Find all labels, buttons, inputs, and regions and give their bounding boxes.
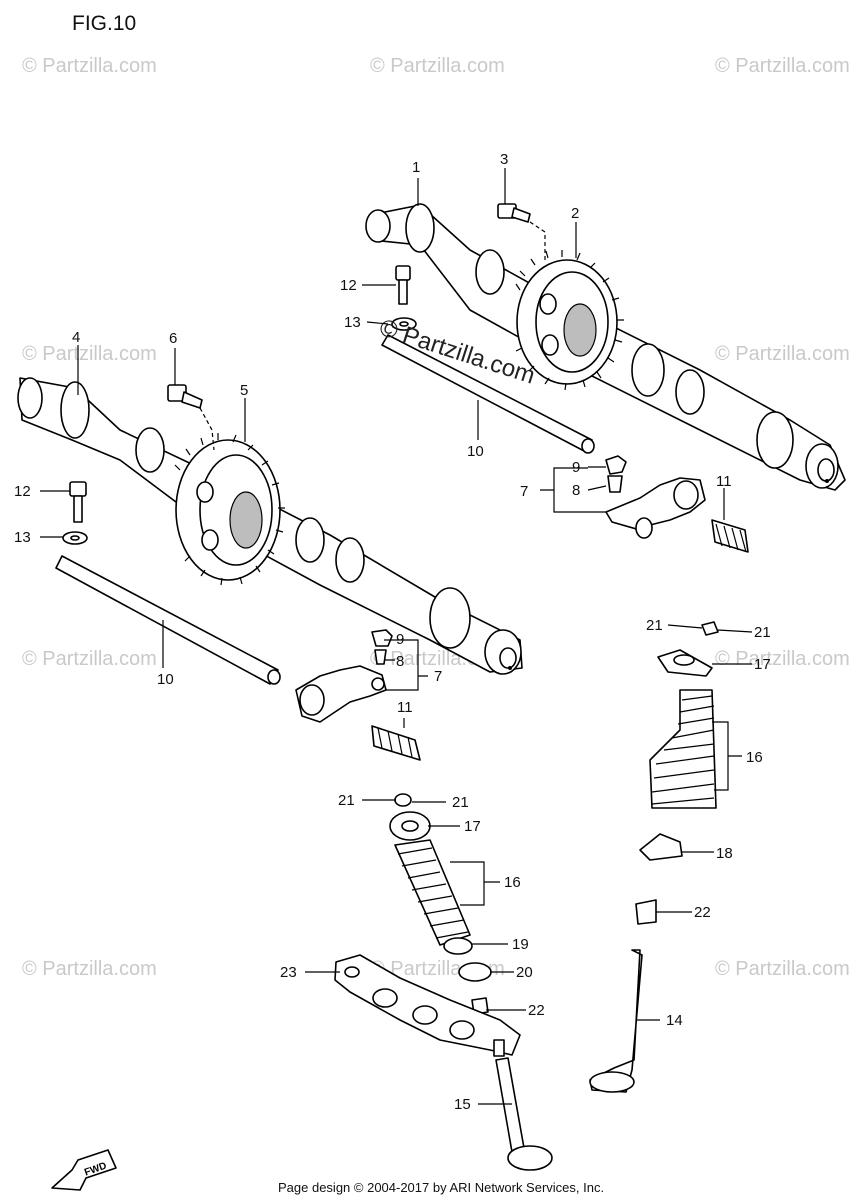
- watermark: © Partzilla.com: [370, 55, 505, 77]
- callout-label: 23: [280, 964, 297, 981]
- callout-label: 21: [452, 794, 469, 811]
- fwd-arrow: FWD: [51, 1149, 117, 1191]
- watermark: © Partzilla.com: [22, 343, 157, 365]
- callout-label: 16: [746, 749, 763, 766]
- callout-label: 9: [572, 459, 580, 476]
- watermark: © Partzilla.com: [22, 55, 157, 77]
- callout-label: 22: [694, 904, 711, 921]
- callout-label: 8: [396, 653, 404, 670]
- callout-label: 17: [754, 656, 771, 673]
- valve-stack-center: [334, 793, 553, 1171]
- callout-label: 21: [646, 617, 663, 634]
- rocker-arm-lower: [295, 629, 393, 723]
- cam-sprocket-upper: [515, 250, 624, 391]
- callout-label: 10: [157, 671, 174, 688]
- shaft-bolt-lower: [62, 481, 88, 545]
- watermark: © Partzilla.com: [715, 958, 850, 980]
- callout-label: 11: [716, 473, 732, 490]
- callout-label: 19: [512, 936, 529, 953]
- callout-label: 22: [528, 1002, 545, 1019]
- callout-label: 12: [14, 483, 31, 500]
- rocker-shaft-lower: [55, 555, 281, 685]
- callout-label: 7: [434, 668, 442, 685]
- callout-label: 2: [571, 205, 579, 222]
- watermarks: © Partzilla.com © Partzilla.com © Partzi…: [22, 55, 850, 980]
- sprocket-bolt-upper: [497, 203, 546, 262]
- rocker-spring-upper: [711, 519, 749, 553]
- callout-label: 11: [397, 699, 413, 716]
- callout-label: 9: [396, 631, 404, 648]
- callout-label: 5: [240, 382, 248, 399]
- watermark: © Partzilla.com: [22, 958, 157, 980]
- callout-label: 16: [504, 874, 521, 891]
- callout-label: 7: [520, 483, 528, 500]
- callout-label: 13: [344, 314, 361, 331]
- rocker-spring-lower: [371, 725, 421, 761]
- callout-label: 3: [500, 151, 508, 168]
- watermark: © Partzilla.com: [22, 648, 157, 670]
- callout-label: 18: [716, 845, 733, 862]
- callout-label: 4: [72, 329, 80, 346]
- callout-label: 1: [412, 159, 420, 176]
- callout-label: 15: [454, 1096, 471, 1113]
- shaft-bolt-upper: [391, 265, 417, 331]
- footer-copyright: Page design © 2004-2017 by ARI Network S…: [278, 1180, 604, 1195]
- watermark: © Partzilla.com: [715, 648, 850, 670]
- callout-label: 21: [754, 624, 771, 641]
- callout-label: 21: [338, 792, 355, 809]
- callout-label: 20: [516, 964, 533, 981]
- callout-label: 8: [572, 482, 580, 499]
- rocker-arm-upper: [605, 455, 706, 539]
- rocker-shaft-upper: [381, 334, 595, 454]
- leader-lines: [40, 168, 753, 1105]
- watermark: © Partzilla.com: [715, 343, 850, 365]
- callout-labels: 1 3 2 4 6 5 12 13 10 9 8 7 11 12 13 10 9…: [14, 151, 771, 1113]
- cam-sprocket-lower: [174, 433, 285, 586]
- callout-label: 12: [340, 277, 357, 294]
- valve-stack-right: [589, 621, 719, 1093]
- callout-label: 10: [467, 443, 484, 460]
- callout-label: 13: [14, 529, 31, 546]
- callout-label: 6: [169, 330, 177, 347]
- callout-label: 14: [666, 1012, 683, 1029]
- sprocket-bolt-lower: [167, 384, 215, 451]
- callout-label: 17: [464, 818, 481, 835]
- figure-title: FIG.10: [72, 12, 136, 35]
- watermark: © Partzilla.com: [715, 55, 850, 77]
